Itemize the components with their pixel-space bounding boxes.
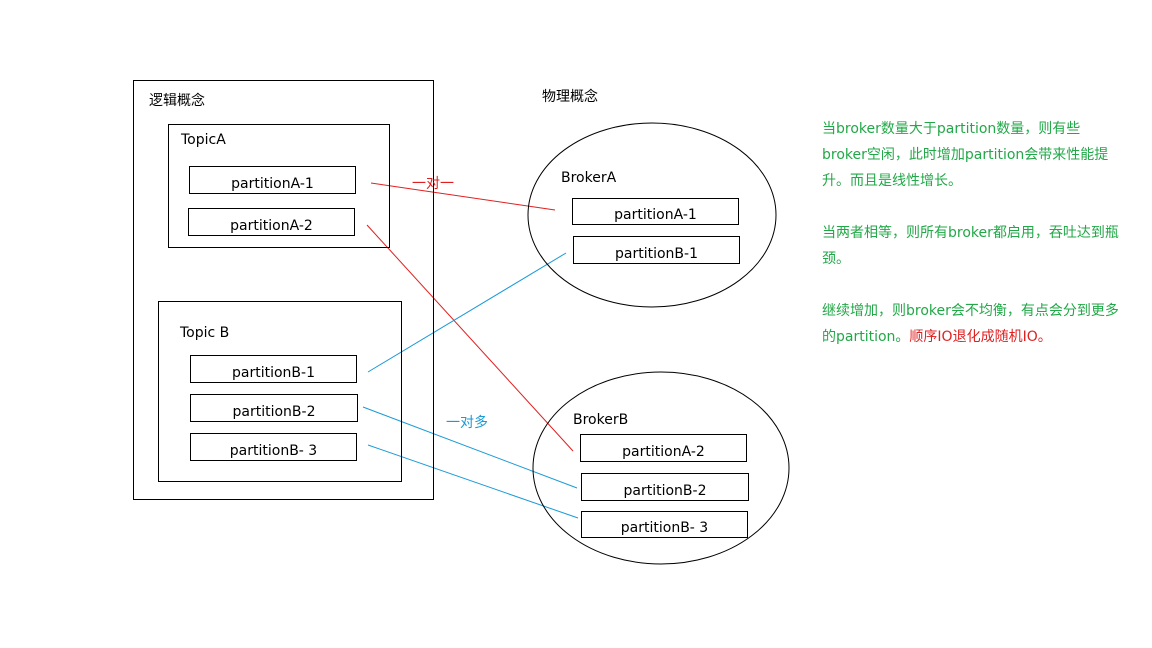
- partition-label: partitionB-2: [232, 404, 316, 420]
- partition-label: partitionB-2: [623, 483, 707, 499]
- partition-label: partitionA-2: [622, 444, 705, 460]
- one-to-one-label: 一对一: [412, 176, 454, 192]
- edge-a2-brokerB: [366, 224, 574, 452]
- note-paragraph-2: 当两者相等，则所有broker都启用，吞吐达到瓶颈。: [822, 225, 1119, 267]
- partition-label: partitionB-1: [232, 365, 315, 381]
- edge-a1-brokerA: [370, 182, 556, 211]
- partition-label: partitionA-1: [231, 176, 314, 192]
- note-paragraph-3: 继续增加，则broker会不均衡，有点会分到更多的partition。顺序IO退…: [822, 298, 1122, 350]
- topic-b-partition-2: partitionB-2: [190, 394, 358, 422]
- partition-label: partitionA-2: [230, 218, 313, 234]
- broker-b-partition-2: partitionB-2: [581, 473, 749, 501]
- broker-b-title: BrokerB: [573, 412, 629, 428]
- topic-b-title: Topic B: [180, 325, 230, 341]
- broker-b-ellipse: [532, 371, 790, 565]
- broker-a-title: BrokerA: [561, 170, 617, 186]
- partition-label: partitionB- 3: [229, 443, 318, 459]
- broker-a-partition-1: partitionA-1: [572, 198, 739, 225]
- physical-concept-title: 物理概念: [542, 89, 598, 105]
- topic-a-box: [168, 124, 390, 248]
- broker-b-partition-3: partitionB- 3: [581, 511, 748, 538]
- logical-concept-title: 逻辑概念: [149, 93, 205, 109]
- topic-a-partition-1: partitionA-1: [189, 166, 356, 194]
- topic-b-partition-3: partitionB- 3: [190, 433, 357, 461]
- partition-label: partitionA-1: [614, 207, 697, 223]
- topic-a-partition-2: partitionA-2: [188, 208, 355, 236]
- topic-b-partition-1: partitionB-1: [190, 355, 357, 383]
- edge-b2-brokerB: [362, 406, 578, 489]
- topic-a-title: TopicA: [181, 132, 226, 148]
- logical-concept-box: [133, 80, 434, 500]
- broker-a-ellipse: [527, 122, 777, 308]
- one-to-many-label: 一对多: [446, 415, 488, 431]
- note-p3-highlight: 顺序IO退化成随机IO。: [909, 329, 1052, 345]
- note-p3-text: 继续增加，则broker会不均衡，有点会分到更多的partition。: [822, 303, 1119, 345]
- note-paragraph-1: 当broker数量大于partition数量，则有些broker空闲，此时增加p…: [822, 121, 1109, 189]
- partition-label: partitionB- 3: [620, 520, 709, 536]
- topic-b-box: [158, 301, 402, 482]
- partition-label: partitionB-1: [615, 246, 698, 262]
- broker-a-partition-2: partitionB-1: [573, 236, 740, 264]
- broker-b-partition-1: partitionA-2: [580, 434, 747, 462]
